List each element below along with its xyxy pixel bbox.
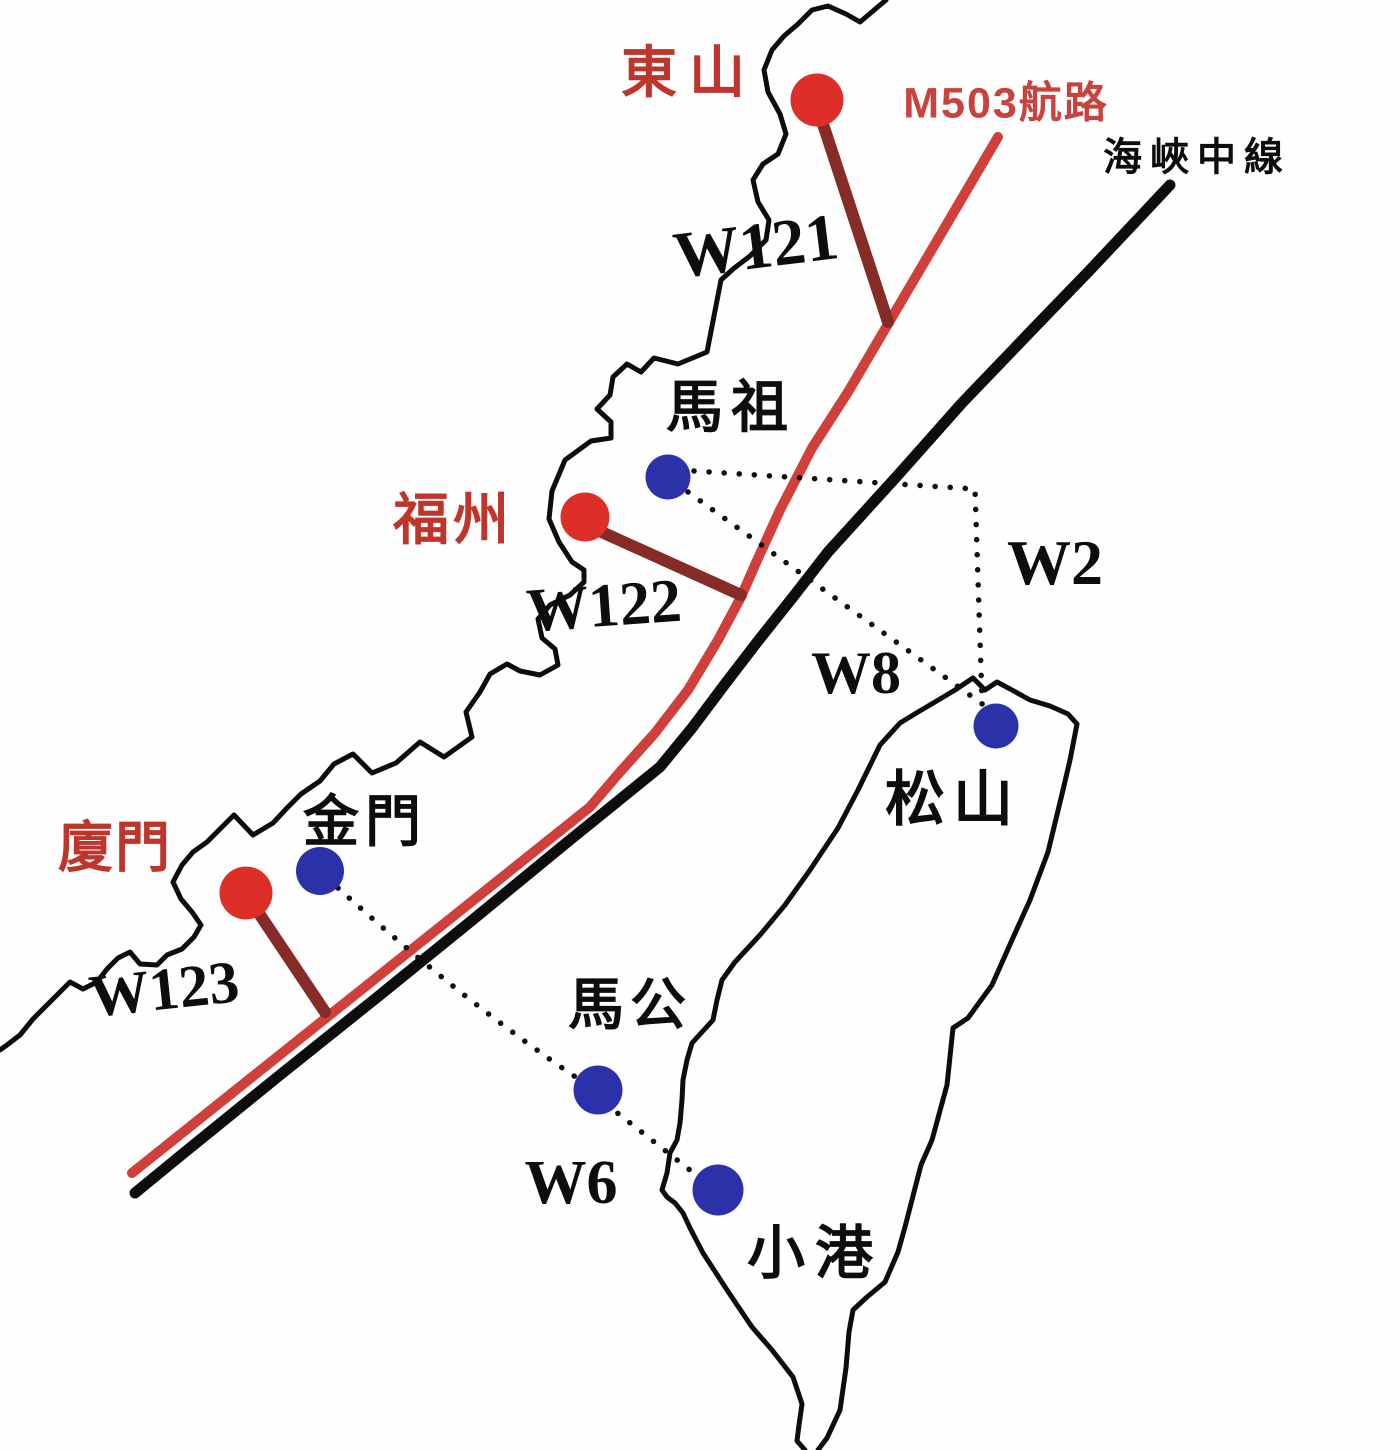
xiamen-dot [219,866,273,920]
songshan-label: 松山 [885,766,1021,833]
kinmen-magong-dotted-line [335,885,586,1085]
median-line-label: 海峽中線 [1102,136,1292,180]
coastline-mainland [0,0,889,1053]
fuzhou-label: 福州 [393,488,513,551]
xiaogang-label: 小港 [746,1221,884,1286]
w123-label: W123 [85,948,243,1030]
mazu-label: 馬祖 [666,375,796,440]
w123-line [248,900,331,1018]
w2-dotted-line [691,468,985,703]
coastline-taiwan [659,675,1080,1450]
xiamen-label: 廈門 [57,816,173,879]
kinmen-dot [296,847,344,895]
median-line [129,179,1176,1199]
xiaogang-dot [692,1164,744,1216]
mazu-dot [645,454,691,500]
kinmen-label: 金門 [303,790,427,853]
songshan-dot [973,703,1019,749]
magong-label: 馬公 [568,973,692,1036]
w2-label: W2 [1007,527,1103,598]
dongshan-dot [790,73,844,127]
m503-route-label: M503航路 [903,79,1109,128]
dongshan-label: 東山 [621,41,757,104]
w8-label: W8 [811,640,901,706]
magong-xiaogang-dotted-line [603,1101,703,1181]
w121-line [813,106,894,328]
w6-label: W6 [524,1149,618,1217]
magong-dot [573,1065,623,1115]
fuzhou-dot [560,492,610,542]
w122-line [589,523,747,601]
w122-label: W122 [524,566,684,646]
w8-dotted-line [685,489,988,709]
